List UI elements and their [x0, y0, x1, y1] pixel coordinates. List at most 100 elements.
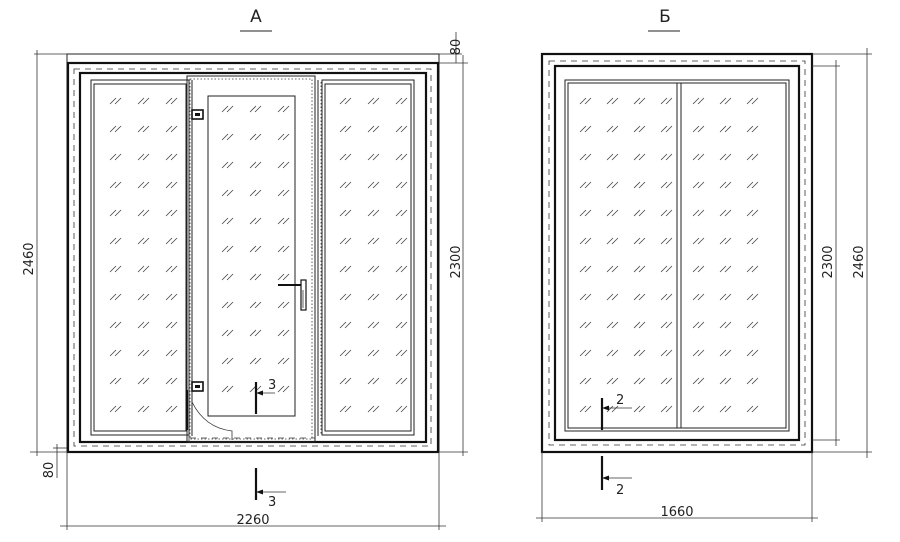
glass-hatch-mark [719, 181, 732, 189]
glass-hatch-mark [719, 405, 732, 413]
glass-hatch-mark [719, 265, 732, 273]
glass-hatch-mark [221, 273, 234, 281]
glass-hatch-mark [339, 265, 352, 273]
view-b-left-glass-hatch [579, 97, 673, 413]
glass-hatch-mark [395, 153, 408, 161]
glass-hatch-mark [633, 153, 646, 161]
glass-hatch-mark [367, 405, 380, 413]
glass-hatch-mark [579, 237, 592, 245]
glass-hatch-mark [692, 209, 705, 217]
glass-hatch-mark [746, 237, 759, 245]
view-a: А [22, 7, 468, 530]
glass-hatch-mark [395, 209, 408, 217]
view-a-dim-width-label: 2260 [236, 513, 269, 528]
view-a-right-glass-hatch [339, 97, 408, 413]
glass-hatch-mark [606, 181, 619, 189]
glass-hatch-mark [249, 105, 262, 113]
glass-hatch-mark [277, 217, 290, 225]
glass-hatch-mark [660, 97, 673, 105]
glass-hatch-mark [367, 209, 380, 217]
glass-hatch-mark [395, 237, 408, 245]
view-b-section-label-outer: 2 [616, 483, 624, 498]
glass-hatch-mark [606, 377, 619, 385]
glass-hatch-mark [746, 97, 759, 105]
glass-hatch-mark [692, 321, 705, 329]
view-a-hinge-bottom-pin [195, 385, 200, 388]
glass-hatch-mark [633, 349, 646, 357]
glass-hatch-mark [746, 153, 759, 161]
glass-hatch-mark [339, 181, 352, 189]
glass-hatch-mark [221, 189, 234, 197]
glass-hatch-mark [221, 329, 234, 337]
glass-hatch-mark [579, 209, 592, 217]
glass-hatch-mark [221, 357, 234, 365]
glass-hatch-mark [395, 293, 408, 301]
glass-hatch-mark [221, 301, 234, 309]
glass-hatch-mark [165, 265, 178, 273]
view-a-opening-outline [66, 53, 440, 453]
glass-hatch-mark [221, 105, 234, 113]
glass-hatch-mark [339, 349, 352, 357]
glass-hatch-mark [606, 237, 619, 245]
glass-hatch-mark [606, 321, 619, 329]
glass-hatch-mark [692, 293, 705, 301]
glass-hatch-mark [395, 321, 408, 329]
glass-hatch-mark [249, 189, 262, 197]
view-b-frame-outer [540, 52, 814, 454]
glass-hatch-mark [367, 181, 380, 189]
glass-hatch-mark [165, 181, 178, 189]
glass-hatch-mark [367, 237, 380, 245]
glass-hatch-mark [339, 97, 352, 105]
glass-hatch-mark [719, 97, 732, 105]
glass-hatch-mark [579, 405, 592, 413]
glass-hatch-mark [395, 405, 408, 413]
glass-hatch-mark [165, 153, 178, 161]
glass-hatch-mark [579, 349, 592, 357]
glass-hatch-mark [692, 405, 705, 413]
glass-hatch-mark [277, 329, 290, 337]
glass-hatch-mark [660, 377, 673, 385]
view-a-right-glass [324, 83, 412, 432]
view-a-section-arrowhead-outer [256, 489, 263, 495]
glass-hatch-mark [249, 133, 262, 141]
glass-hatch-mark [367, 125, 380, 133]
glass-hatch-mark [660, 125, 673, 133]
glass-hatch-mark [746, 125, 759, 133]
view-a-door-leaf [186, 75, 316, 443]
glass-hatch-mark [249, 245, 262, 253]
view-a-right-pane [321, 79, 415, 436]
glass-hatch-mark [339, 153, 352, 161]
glass-hatch-mark [277, 301, 290, 309]
glass-hatch-mark [109, 125, 122, 133]
glass-hatch-mark [719, 209, 732, 217]
glass-hatch-mark [719, 153, 732, 161]
glass-hatch-mark [109, 209, 122, 217]
view-b-section-arrowhead-inner [602, 405, 609, 411]
glass-hatch-mark [746, 349, 759, 357]
glass-hatch-mark [277, 357, 290, 365]
glass-hatch-mark [633, 237, 646, 245]
glass-hatch-mark [109, 405, 122, 413]
glass-hatch-mark [395, 97, 408, 105]
glass-hatch-mark [633, 209, 646, 217]
glass-hatch-mark [746, 265, 759, 273]
glass-hatch-mark [367, 377, 380, 385]
glass-hatch-mark [633, 265, 646, 273]
view-a-left-glass-hatch [109, 97, 178, 413]
glass-hatch-mark [367, 321, 380, 329]
glass-hatch-mark [277, 161, 290, 169]
glass-hatch-mark [692, 237, 705, 245]
glass-hatch-mark [137, 405, 150, 413]
glass-hatch-mark [606, 293, 619, 301]
glass-hatch-mark [719, 349, 732, 357]
glass-hatch-mark [579, 97, 592, 105]
view-a-section-label-inner: 3 [268, 378, 276, 393]
glass-hatch-mark [339, 321, 352, 329]
glass-hatch-mark [660, 153, 673, 161]
view-a-dim-bottom-offset-label: 80 [42, 462, 57, 479]
glass-hatch-mark [579, 377, 592, 385]
glass-hatch-mark [395, 377, 408, 385]
glass-hatch-mark [633, 321, 646, 329]
glass-hatch-mark [109, 293, 122, 301]
glass-hatch-mark [692, 153, 705, 161]
